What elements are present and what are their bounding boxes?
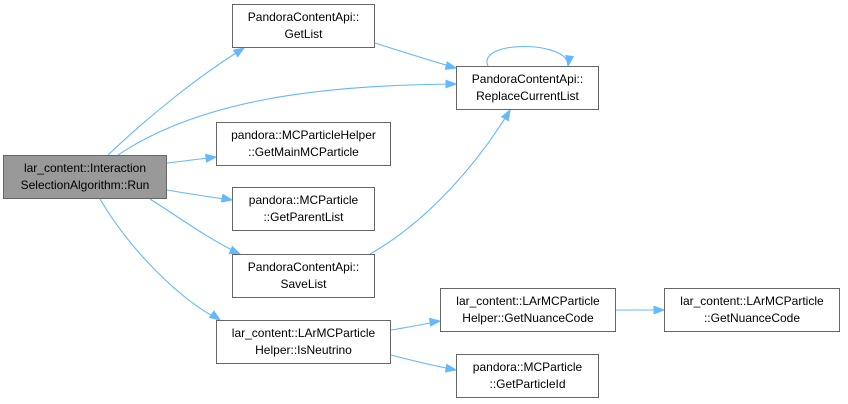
- arrowhead-icon: [208, 310, 222, 321]
- node-label-line-2: ReplaceCurrentList: [476, 89, 579, 103]
- node-label-line-1: pandora::MCParticle: [472, 360, 583, 374]
- arrowhead-icon: [220, 193, 234, 203]
- edge-run-to-getparentlist: [166, 189, 234, 203]
- node-label-line-2: SaveList: [280, 277, 327, 291]
- node-label-line-2: Helper::IsNeutrino: [255, 343, 352, 357]
- node-label-line-2: GetList: [284, 27, 323, 41]
- node-label-line-1: PandoraContentApi::: [471, 72, 584, 86]
- node-pandora-content-api-getlist[interactable]: PandoraContentApi::GetList: [232, 4, 375, 48]
- edge-run-to-savelist: [149, 198, 242, 255]
- node-mcparticlehelper-getmainmcparticle[interactable]: pandora::MCParticleHelper::GetMainMCPart…: [216, 122, 391, 166]
- node-label-line-2: ::GetNuanceCode: [703, 311, 801, 325]
- node-mcparticle-getparticleid[interactable]: pandora::MCParticle::GetParticleId: [456, 354, 599, 398]
- node-label-line-1: lar_content::LArMCParticle: [680, 294, 824, 308]
- edge-run-to-getmainmcparticle: [166, 153, 218, 164]
- arrowhead-icon: [205, 153, 218, 163]
- edge-line: [369, 109, 511, 255]
- arrowhead-icon: [228, 245, 242, 255]
- node-pandora-content-api-savelist[interactable]: PandoraContentApi::SaveList: [232, 254, 375, 298]
- edge-isneutrino-to-getnuancecode: [390, 317, 442, 331]
- arrowhead-icon: [565, 54, 575, 68]
- edge-run-to-getlist: [107, 47, 246, 156]
- edge-line: [486, 46, 569, 67]
- edge-savelist-to-replacecurrentlist: [369, 108, 511, 255]
- node-label-line-1: pandora::MCParticleHelper: [231, 128, 376, 142]
- node-label-line-1: PandoraContentApi::: [247, 260, 360, 274]
- edge-replacecurrentlist-self: [486, 46, 575, 68]
- node-larmcparticle-getnuancecode[interactable]: lar_content::LArMCParticle::GetNuanceCod…: [664, 288, 840, 332]
- node-label-line-2: ::GetMainMCParticle: [248, 145, 359, 159]
- edge-line: [99, 198, 221, 321]
- arrowhead-icon: [500, 108, 511, 122]
- node-label-line-2: ::GetParticleId: [489, 377, 566, 391]
- arrowhead-icon: [429, 317, 442, 327]
- edge-line: [374, 42, 457, 69]
- edge-run-to-replacecurrentlist: [117, 79, 458, 156]
- edge-line: [117, 83, 457, 156]
- arrowhead-icon: [444, 61, 458, 70]
- arrowhead-icon: [232, 47, 246, 58]
- edge-run-to-isneutrino: [99, 198, 222, 321]
- node-label-line-1: lar_content::Interaction: [23, 161, 147, 175]
- node-mcparticle-getparentlist[interactable]: pandora::MCParticle::GetParentList: [232, 187, 375, 231]
- arrowhead-icon: [445, 79, 458, 89]
- node-label-line-2: SelectionAlgorithm::Run: [20, 178, 150, 192]
- node-label-line-1: lar_content::LArMCParticle: [456, 294, 600, 308]
- arrowhead-icon: [444, 363, 458, 373]
- edge-line: [107, 47, 245, 156]
- node-label-line-1: pandora::MCParticle: [248, 193, 359, 207]
- node-label-line-1: lar_content::LArMCParticle: [231, 326, 376, 340]
- node-label-line-2: ::GetParentList: [263, 210, 344, 224]
- arrowhead-icon: [653, 305, 666, 315]
- node-label-line-1: PandoraContentApi::: [247, 10, 360, 24]
- edge-line: [149, 198, 241, 255]
- edge-isneutrino-to-getparticleid: [390, 354, 458, 373]
- edge-helper-getnuancecode-to-mcparticle-getnuancecode: [616, 305, 666, 315]
- edge-getlist-to-replacecurrentlist: [374, 42, 458, 70]
- node-pandora-content-api-replacecurrentlist[interactable]: PandoraContentApi::ReplaceCurrentList: [456, 66, 599, 110]
- node-label-line-2: Helper::GetNuanceCode: [462, 311, 594, 325]
